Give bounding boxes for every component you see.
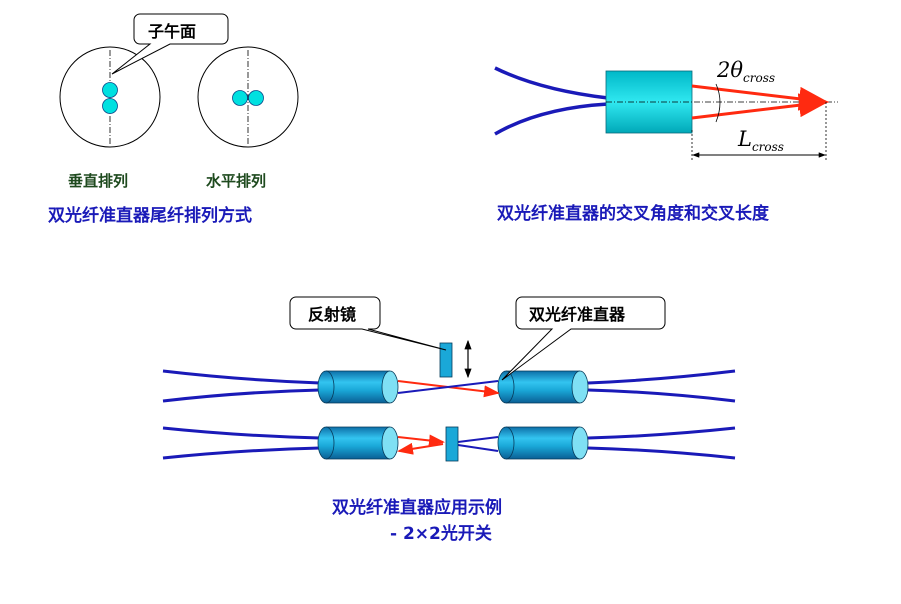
- tail-fiber-lower: [494, 102, 609, 136]
- beam-upper: [691, 84, 829, 111]
- title-crossing-angle: 双光纤准直器的交叉角度和交叉长度: [497, 203, 770, 224]
- title-application-line1: 双光纤准直器应用示例: [332, 497, 502, 518]
- row2-right-collimator: [497, 426, 589, 460]
- label-l-cross: Lcross: [737, 127, 784, 154]
- row1-left-collimator: [317, 370, 399, 404]
- mirror-raised: [439, 342, 453, 378]
- callout-collimator-label: 双光纤准直器: [529, 305, 626, 324]
- mirror-inserted: [445, 426, 459, 462]
- angle-arc: [715, 83, 721, 123]
- callout-meridional-box: [111, 13, 229, 75]
- callout-mirror-box: [289, 296, 447, 351]
- row2-left-collimator: [317, 426, 399, 460]
- caption-horizontal: 水平排列: [206, 172, 266, 190]
- fiber-core-left: [232, 90, 248, 106]
- callout-mirror-label: 反射镜: [308, 305, 356, 324]
- beam-lower: [691, 93, 829, 120]
- row2-right-fiber-upper: [587, 426, 736, 440]
- callout-meridional-label: 子午面: [148, 22, 196, 41]
- fiber-core-upper: [102, 82, 118, 98]
- row1-left-fiber-upper: [162, 369, 321, 385]
- row2-beam-incident: [397, 434, 445, 447]
- fiber-core-right: [248, 90, 264, 106]
- caption-vertical: 垂直排列: [68, 172, 128, 190]
- row2-right-beam-a: [457, 436, 499, 443]
- row2-right-fiber-lower: [587, 446, 736, 460]
- title-fiber-arrangement: 双光纤准直器尾纤排列方式: [48, 205, 252, 226]
- row2-right-beam-b: [457, 444, 499, 452]
- crossing-angle-panel: 2θcross Lcross 双光纤准直器的交叉角度和交叉长度: [494, 58, 838, 224]
- row2-left-fiber-lower: [162, 446, 321, 460]
- row2-left-fiber-upper: [162, 426, 321, 440]
- callout-collimator-box: [501, 296, 666, 381]
- fiber-core-lower: [102, 98, 118, 114]
- row1-right-collimator: [497, 370, 589, 404]
- tail-fiber-upper: [494, 66, 609, 100]
- row1-left-fiber-lower: [162, 388, 321, 403]
- row1-beam-up: [397, 380, 499, 394]
- row2-beam-reflected: [397, 442, 444, 455]
- title-application-line2: - 2×2光开关: [390, 523, 492, 544]
- optical-switch-panel: 反射镜 双光纤准直器 双光纤准直器应用示例 - 2×2光开关: [162, 296, 736, 544]
- label-2theta-cross: 2θcross: [716, 58, 775, 85]
- row1-right-fiber-upper: [587, 369, 736, 385]
- row1-right-fiber-lower: [587, 388, 736, 403]
- fiber-arrangement-panel: 子午面 垂直排列 水平排列 双光纤准直器尾纤排列方式: [48, 13, 299, 226]
